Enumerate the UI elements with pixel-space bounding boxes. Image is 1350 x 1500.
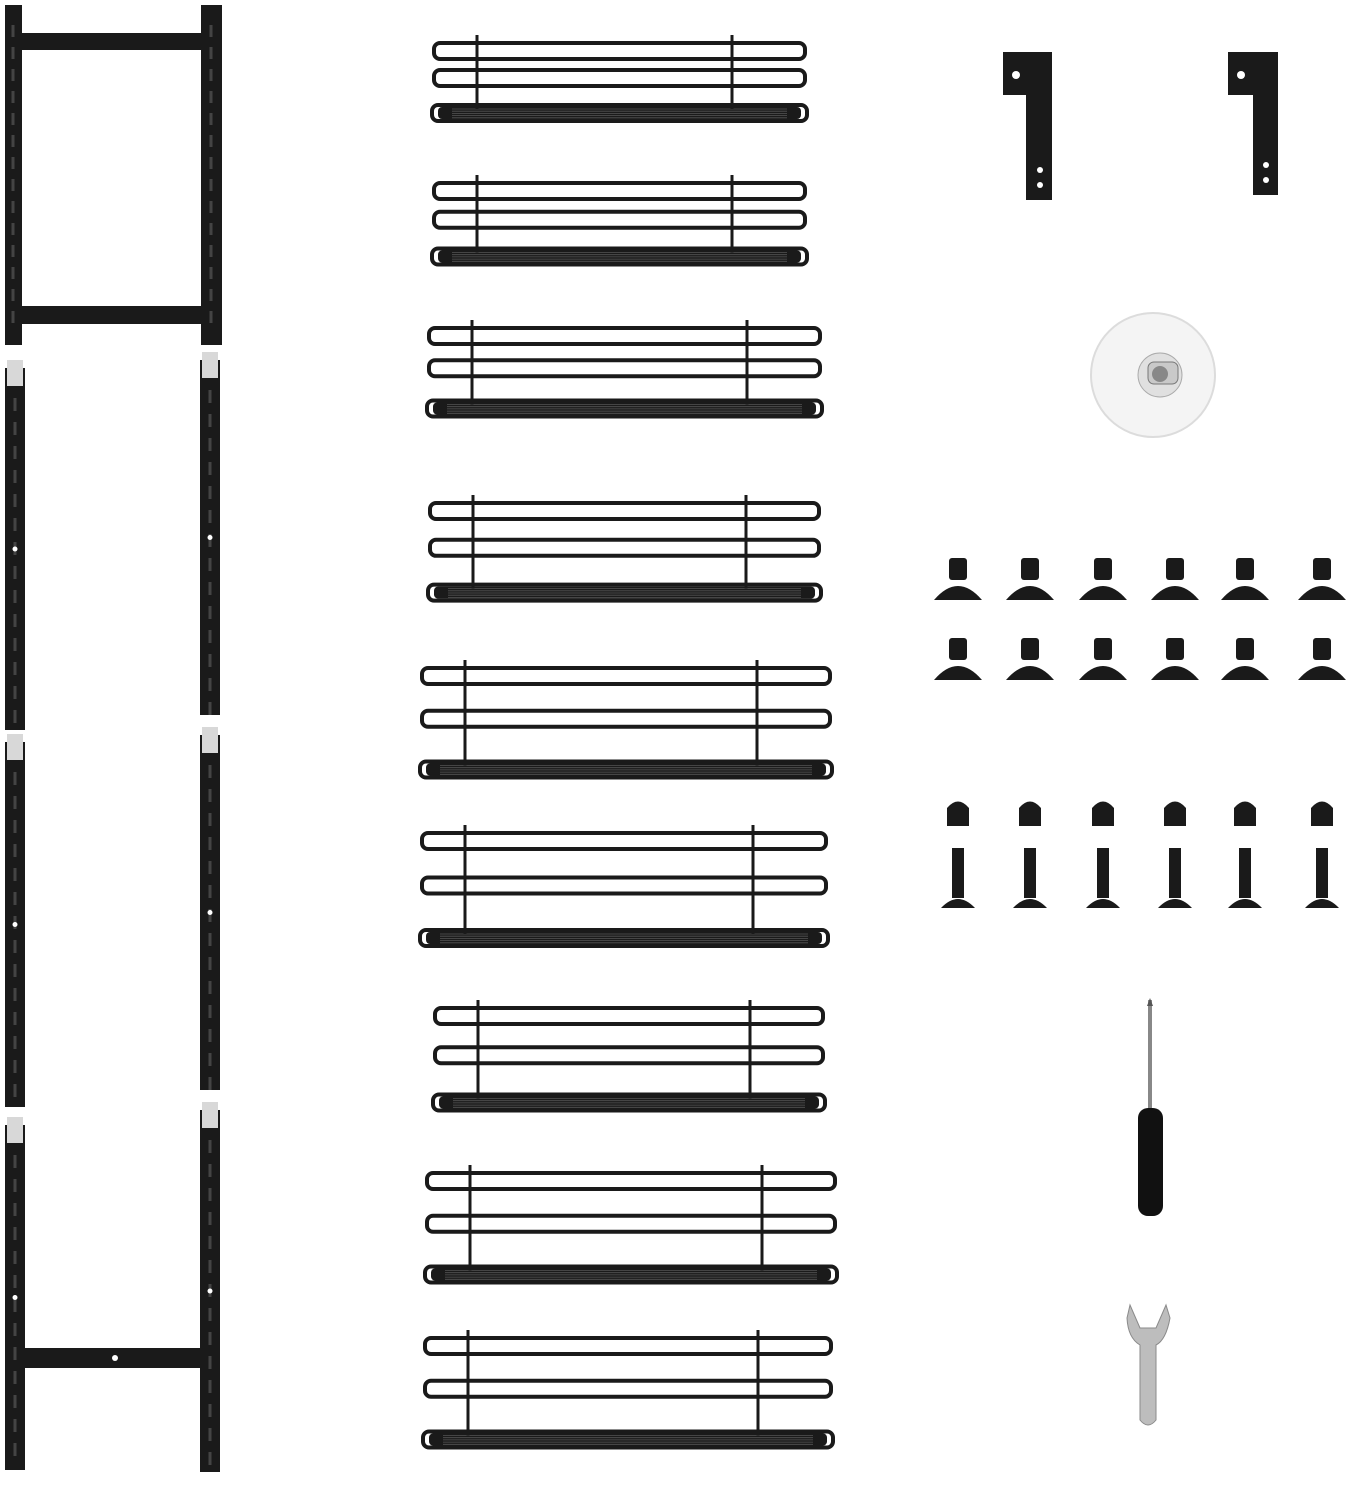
slot-hole [209,179,213,191]
slot-hole [209,135,213,147]
screw-icon [1006,558,1054,600]
wire-basket-icon [430,35,809,123]
screw-icon [1298,638,1346,680]
connector-tab [7,360,23,386]
wire-basket-icon [431,1000,827,1113]
wire-basket-icon [423,1165,839,1285]
bolt-icon [941,848,975,908]
connector-tab [202,352,218,378]
slot-hole [209,201,213,213]
connector-tab [7,1117,23,1143]
bolt-icon [1305,848,1339,908]
upright-segment-icon [5,734,25,1107]
crossbar-hole [112,1355,118,1361]
bolt-icon [1086,848,1120,908]
slot-hole [209,157,213,169]
slot-hole [209,267,213,279]
lower-crossbar [22,306,201,324]
slot-hole [209,223,213,235]
rack-frame-top [5,5,222,345]
slot-hole [11,113,15,125]
slot-hole [209,311,213,323]
screw-icon [1079,638,1127,680]
screw-icon [934,638,982,680]
screw-icon [1298,558,1346,600]
screw-icon [934,558,982,600]
wire-basket-icon [430,175,809,267]
door-hook-bracket-icon [1228,52,1278,195]
slot-hole [11,157,15,169]
screwdriver-icon [1138,998,1163,1216]
nut-icon [1019,801,1041,826]
slot-hole [11,201,15,213]
screw-icon [1006,638,1054,680]
upright-segment-icon [5,360,25,730]
hardware-set [934,558,1346,908]
connector-tab [202,727,218,753]
screw-icon [1079,558,1127,600]
slot-hole [209,113,213,125]
wire-basket-icon [426,495,823,603]
slot-hole [11,69,15,81]
slot-hole [11,47,15,59]
wire-baskets [418,35,839,1450]
slot-hole [209,47,213,59]
nut-icon [1164,801,1186,826]
nut-icon [947,801,969,826]
screw-icon [1151,638,1199,680]
slot-hole [11,179,15,191]
slot-hole [11,311,15,323]
bolt-icon [1228,848,1262,908]
connector-tab [7,734,23,760]
slot-hole [11,91,15,103]
wrench-icon [1126,1303,1171,1426]
slot-hole [209,69,213,81]
upright-segment-icon [200,1102,220,1472]
slot-hole [209,245,213,257]
screw-icon [1151,558,1199,600]
slot-hole [209,25,213,37]
wire-basket-icon [425,320,824,419]
upright-segment-icon [200,727,220,1090]
wire-basket-icon [418,825,830,948]
slot-hole [11,289,15,301]
wire-basket-icon [418,660,834,780]
top-crossbar [22,33,201,50]
upright-segments [5,352,220,1472]
slot-hole [11,223,15,235]
screw-icon [1221,638,1269,680]
suction-cup-icon [1090,312,1216,438]
bolt-icon [1013,848,1047,908]
nut-icon [1234,801,1256,826]
slot-hole [11,25,15,37]
left-upright [5,5,22,345]
slot-hole [209,289,213,301]
bolt-icon [1158,848,1192,908]
slot-hole [11,245,15,257]
slot-hole [11,267,15,279]
door-hook-bracket-icon [1003,52,1052,200]
connector-tab [202,1102,218,1128]
slot-hole [209,91,213,103]
nut-icon [1311,801,1333,826]
wire-basket-icon [421,1330,835,1450]
screw-icon [1221,558,1269,600]
upright-segment-icon [200,352,220,715]
slot-hole [11,135,15,147]
right-upright [201,5,222,345]
nut-icon [1092,801,1114,826]
upright-segment-icon [5,1117,25,1470]
